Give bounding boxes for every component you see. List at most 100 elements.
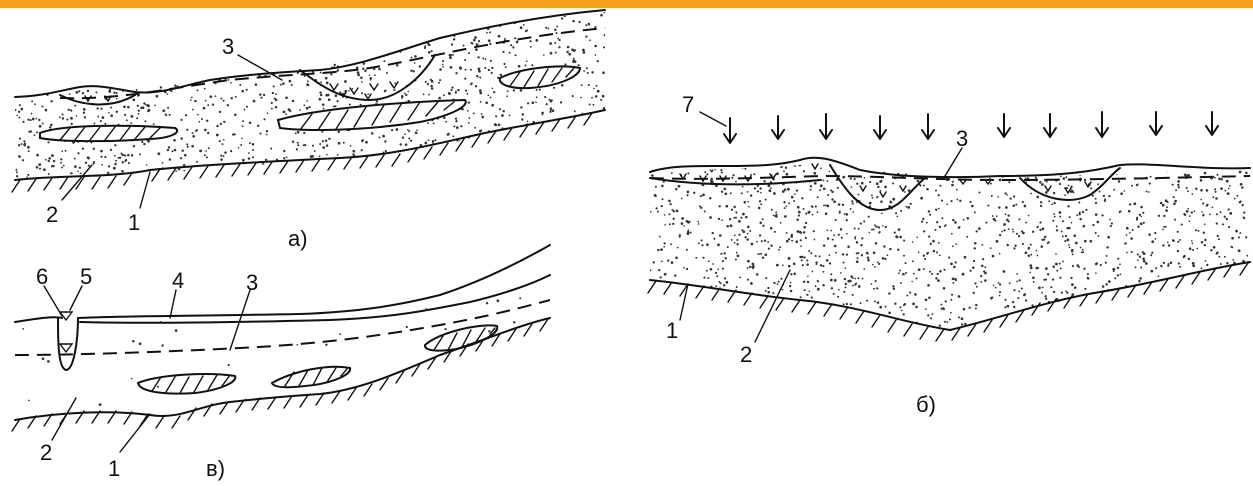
sand-dot xyxy=(177,15,179,17)
sand-dot xyxy=(702,257,704,259)
sand-dot xyxy=(462,29,465,32)
sand-dot xyxy=(1056,229,1058,231)
sand-dot xyxy=(373,178,375,180)
sand-dot xyxy=(263,94,265,96)
sand-dot xyxy=(757,253,759,255)
sand-dot xyxy=(565,153,568,156)
sand-dot xyxy=(756,241,758,243)
sand-dot xyxy=(259,172,261,174)
sand-dot xyxy=(758,304,760,306)
sand-dot xyxy=(496,159,498,161)
sand-dot xyxy=(1025,177,1027,179)
sand-dot xyxy=(411,19,414,22)
sand-dot xyxy=(153,123,155,125)
leader-c4 xyxy=(170,290,176,318)
sand-dot xyxy=(1065,290,1067,292)
sand-dot xyxy=(993,285,995,287)
sand-dot xyxy=(1238,314,1241,317)
sand-dot xyxy=(778,249,780,251)
sand-dot xyxy=(653,261,655,263)
sand-dot xyxy=(1147,313,1149,315)
sand-dot xyxy=(755,300,758,303)
sand-dot xyxy=(731,209,733,211)
sand-dot xyxy=(749,329,751,331)
sand-dot xyxy=(419,65,421,67)
leader-a2 xyxy=(62,165,92,200)
sand-dot xyxy=(1130,237,1133,240)
sand-dot xyxy=(183,37,185,39)
sand-dot xyxy=(1106,255,1108,257)
sand-dot xyxy=(974,282,976,284)
sand-dot xyxy=(190,99,192,101)
sand-dot xyxy=(817,196,819,198)
sand-dot xyxy=(997,196,999,198)
sand-dot xyxy=(806,324,809,327)
sand-dot xyxy=(181,149,183,151)
sand-dot xyxy=(786,232,788,234)
sand-dot xyxy=(1059,277,1061,279)
sand-dot xyxy=(385,150,387,152)
sand-dot xyxy=(1217,235,1219,237)
sand-dot xyxy=(135,175,138,178)
sand-dot xyxy=(479,92,482,95)
sand-dot xyxy=(295,132,297,134)
sand-dot xyxy=(1210,249,1212,251)
sand-dot xyxy=(1181,311,1184,314)
sand-dot xyxy=(1183,256,1185,258)
sand-dot xyxy=(1013,205,1016,208)
sand-dot xyxy=(78,36,80,38)
sand-dot xyxy=(874,266,876,268)
sand-dot xyxy=(167,149,169,151)
sand-dot xyxy=(1005,213,1007,215)
sand-dot xyxy=(976,160,978,162)
sand-dot xyxy=(370,79,372,81)
sand-dot xyxy=(170,55,173,58)
sand-dot xyxy=(1235,292,1238,295)
sand-dot xyxy=(1216,213,1218,215)
sand-dot xyxy=(1178,262,1180,264)
sand-dot xyxy=(1020,330,1023,333)
sand-dot xyxy=(335,94,338,97)
sand-dot xyxy=(807,330,809,332)
sand-dot xyxy=(138,109,140,111)
sand-dot xyxy=(427,83,429,85)
sand-dot xyxy=(338,131,340,133)
depression-a1 xyxy=(60,95,135,104)
sand-dot xyxy=(926,222,928,224)
sand-dot xyxy=(292,176,294,178)
sand-dot xyxy=(304,48,306,50)
sand-dot xyxy=(786,205,788,207)
sand-dot xyxy=(1029,272,1031,274)
sand-dot xyxy=(296,47,299,50)
sand-dot xyxy=(506,95,508,97)
sand-dot xyxy=(124,154,126,156)
sand-dot xyxy=(768,248,770,250)
sand-dot xyxy=(124,160,126,162)
sand-dot xyxy=(470,69,472,71)
sand-dot xyxy=(83,108,86,111)
sand-dot xyxy=(669,223,671,225)
sand-dot xyxy=(145,104,147,106)
sand-dot xyxy=(101,164,103,166)
sand-dot xyxy=(31,71,33,73)
sand-dot xyxy=(704,171,706,173)
sand-dot xyxy=(838,203,841,206)
sand-dot xyxy=(850,317,853,320)
sand-dot xyxy=(589,39,591,41)
water-marker-6 xyxy=(60,344,72,352)
sand-dot xyxy=(260,30,262,32)
sand-dot xyxy=(1131,251,1133,253)
sand-dot xyxy=(1209,310,1212,313)
sand-dot xyxy=(549,149,551,151)
sand-dot xyxy=(1224,313,1226,315)
sand-dot xyxy=(723,284,725,286)
sand-dot xyxy=(1047,273,1049,275)
sand-dot xyxy=(1085,209,1087,211)
sand-dot xyxy=(208,147,210,149)
sand-dot xyxy=(1216,174,1218,176)
sand-dot xyxy=(707,277,709,279)
sand-dot xyxy=(822,284,824,286)
sand-dot xyxy=(323,108,325,110)
sand-dot xyxy=(485,164,487,166)
sand-dot xyxy=(1183,290,1185,292)
